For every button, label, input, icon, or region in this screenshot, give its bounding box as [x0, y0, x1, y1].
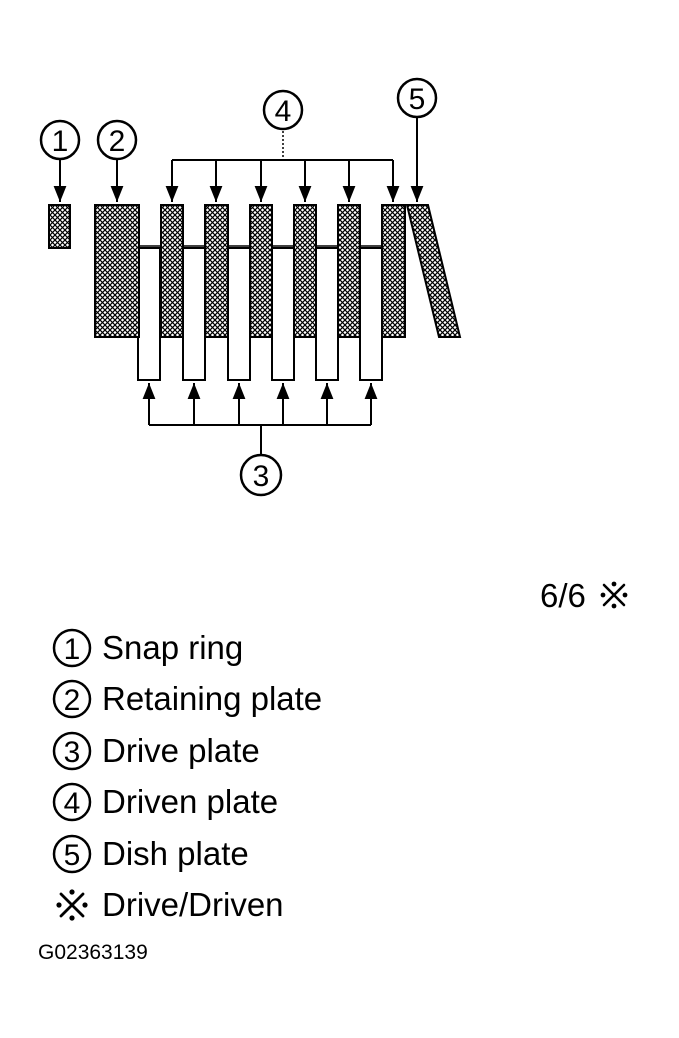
badge-number: 3 [64, 736, 81, 769]
callout-number: 2 [109, 125, 126, 158]
legend-item: Drive/Driven [52, 880, 322, 932]
leader-drive-plates [142, 383, 378, 454]
driven-plate [160, 204, 184, 338]
number-badge-icon: 4 [52, 783, 92, 822]
legend-label: Dish plate [102, 834, 249, 872]
legend-item: 3 Drive plate [52, 725, 322, 777]
legend-item: 4 Driven plate [52, 777, 322, 829]
badge-number: 2 [64, 684, 81, 717]
callout-number: 4 [275, 95, 292, 128]
callout-snap-ring: 1 [39, 119, 81, 161]
legend-label: Snap ring [102, 628, 244, 666]
legend-item: 1 Snap ring [52, 622, 322, 674]
legend-label: Drive plate [102, 731, 260, 769]
number-badge-icon: 2 [52, 680, 92, 719]
drive-plate [271, 247, 295, 381]
plate-ratio: 6/6 [540, 576, 629, 616]
drive-plates [137, 247, 383, 381]
number-badge-icon: 5 [52, 834, 92, 873]
drive-plate [227, 247, 251, 381]
drive-plate [315, 247, 339, 381]
callout-number: 1 [52, 125, 69, 158]
badge-number: 4 [64, 787, 81, 820]
driven-plate [337, 204, 361, 338]
driven-plates [160, 204, 406, 338]
driven-plate [249, 204, 273, 338]
callout-number: 3 [253, 460, 270, 493]
callout-dish-plate: 5 [396, 77, 438, 119]
callout-driven-plate: 4 [262, 89, 304, 131]
figure-code: G02363139 [38, 941, 148, 964]
leader-driven-plates [165, 131, 400, 202]
cross-asterisk-icon [56, 889, 88, 921]
legend-item: 5 Dish plate [52, 828, 322, 880]
drive-plate [137, 247, 161, 381]
legend-item: 2 Retaining plate [52, 674, 322, 726]
retaining-plate [94, 204, 140, 338]
clutch-pack-diagram: 1 2 4 5 3 [39, 77, 462, 497]
callout-retaining-plate: 2 [96, 119, 138, 161]
drive-plate [359, 247, 383, 381]
badge-number: 5 [64, 839, 81, 872]
legend-label: Retaining plate [102, 680, 323, 718]
legend-label: Drive/Driven [102, 886, 284, 924]
callout-number: 5 [409, 83, 426, 116]
badge-number: 1 [64, 633, 81, 666]
legend: 1 Snap ring 2 Retaining plate 3 Drive pl… [52, 622, 322, 931]
driven-plate [204, 204, 229, 338]
driven-plate [381, 204, 406, 338]
snap-ring [48, 204, 71, 249]
callout-drive-plate: 3 [239, 453, 283, 497]
number-badge-icon: 3 [52, 731, 92, 770]
number-badge-icon: 1 [52, 628, 92, 667]
driven-plate [293, 204, 317, 338]
drive-plate [182, 247, 206, 381]
ratio-label: 6/6 [540, 577, 586, 614]
cross-asterisk-icon [600, 581, 628, 609]
legend-label: Driven plate [102, 783, 279, 821]
dish-plate [405, 204, 462, 338]
